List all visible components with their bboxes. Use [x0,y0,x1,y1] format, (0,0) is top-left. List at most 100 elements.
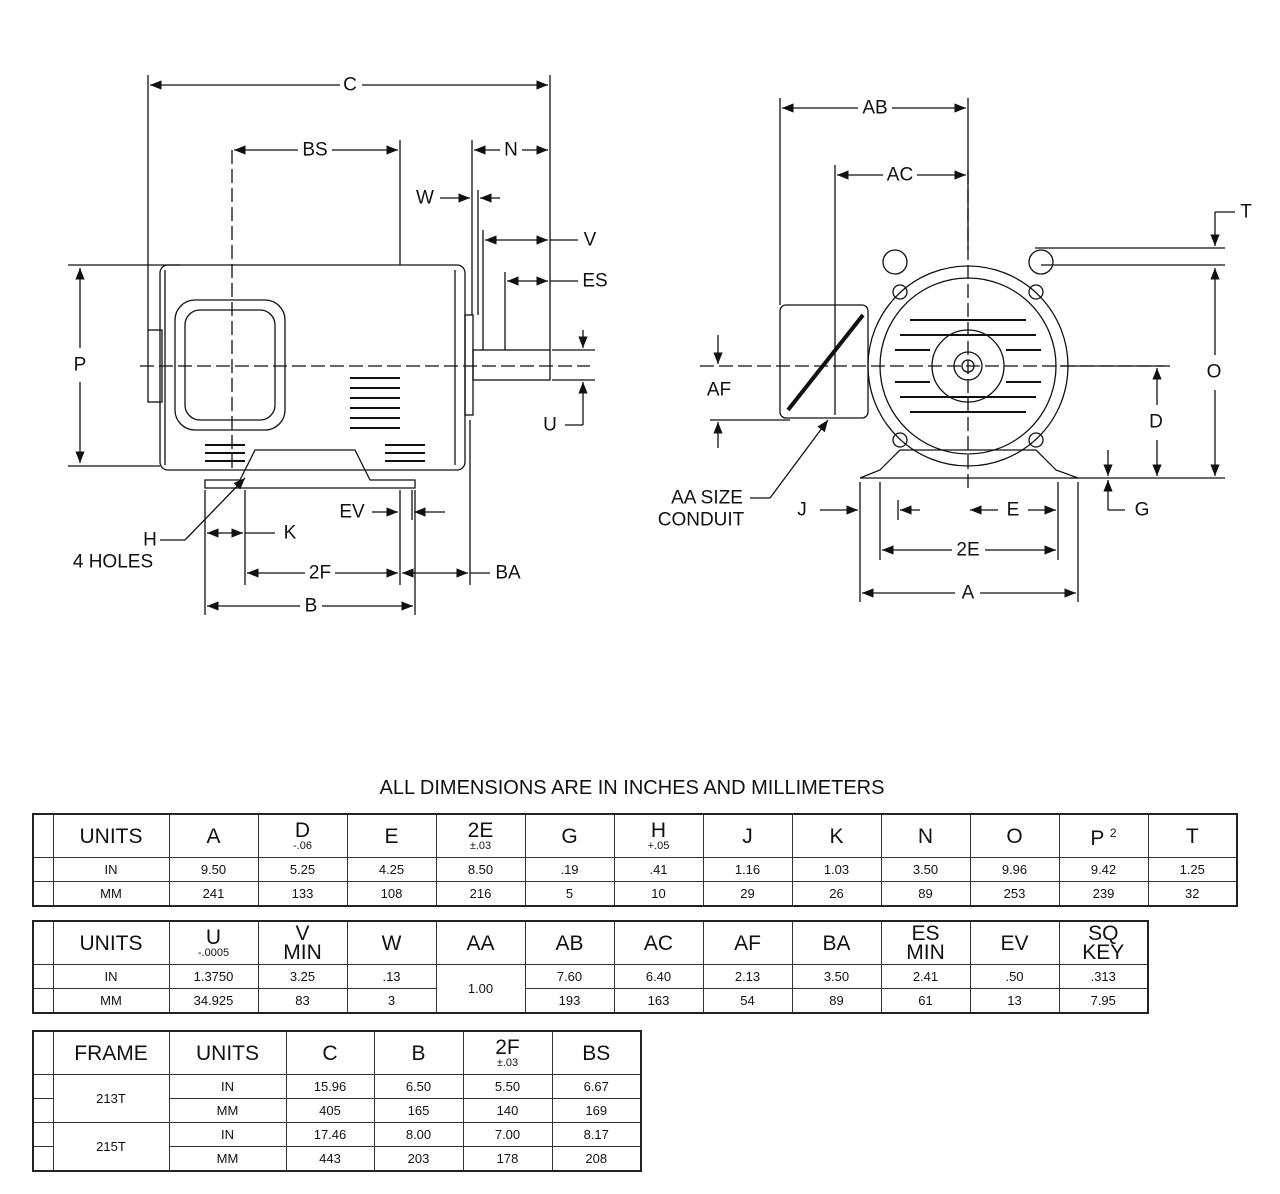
header-label: K [829,824,844,848]
table-cell: 443 [285,1146,375,1172]
table-cell: 8.17 [551,1122,642,1147]
header-label: SQ [1088,922,1119,945]
table-cell: IN [168,1122,287,1147]
dim-label-bs: BS [302,140,327,161]
header-superscript: 2 [1109,826,1117,840]
table-cell: 8.50 [435,857,526,882]
table-cell: 239 [1058,881,1149,907]
table-cell: 4.25 [346,857,437,882]
table-cell: 165 [373,1098,464,1123]
column-header-bs: BS [551,1030,642,1075]
table-cell: 8.00 [373,1122,464,1147]
row-gutter [32,1098,54,1123]
table-cell: 163 [613,988,704,1014]
table-cell: 1.3750 [168,964,259,989]
header-label: BA [822,931,851,955]
table-cell: .313 [1058,964,1149,989]
column-header-k: K [791,813,882,858]
table-cell: 9.50 [168,857,259,882]
header-label: B [411,1041,426,1065]
column-header-af: AF [702,920,793,965]
row-gutter [32,1074,54,1099]
row-gutter [32,1146,54,1172]
table-cell: 7.95 [1058,988,1149,1014]
table-cell: IN [52,964,170,989]
table-cell: 89 [791,988,882,1014]
column-header-p: P 2 [1058,813,1149,858]
table-cell: 140 [462,1098,553,1123]
header-sublabel: KEY [1082,941,1125,964]
table-cell: 3.25 [257,964,348,989]
dim-label-a: A [962,583,975,604]
header-label: AB [555,931,584,955]
column-header-aa: AA [435,920,526,965]
dimensions-title: ALL DIMENSIONS ARE IN INCHES AND MILLIME… [379,777,885,799]
dim-label-t: T [1240,202,1252,223]
header-label: C [322,1041,338,1065]
dim-label-aa-size: AA SIZE [671,488,743,509]
header-label: UNITS [79,931,143,955]
header-tolerance: -.06 [293,839,312,852]
header-tolerance: ±.03 [469,839,492,852]
end-view-motor [700,170,1170,490]
dim-label-4-holes: 4 HOLES [73,552,153,573]
header-label: FRAME [74,1041,148,1065]
header-label: H [650,818,667,842]
table-cell: 133 [257,881,348,907]
column-header-ev: EV [969,920,1060,965]
row-gutter [32,1030,54,1075]
table-cell: 1.25 [1147,857,1238,882]
table-cell: 405 [285,1098,375,1123]
table-cell: 2.13 [702,964,793,989]
side-view-motor [140,150,590,489]
table-cell: 5.50 [462,1074,553,1099]
dim-label-2e: 2E [956,540,979,561]
table-cell: 216 [435,881,526,907]
table-cell: .13 [346,964,437,989]
dim-label-es: ES [582,271,607,292]
column-header-2e: 2E±.03 [435,813,526,858]
table-cell: 26 [791,881,882,907]
table-cell: MM [52,881,170,907]
dim-label-d: D [1149,412,1163,433]
table-cell: 5.25 [257,857,348,882]
column-header-units: UNITS [168,1030,287,1075]
header-sublabel: MIN [283,941,322,964]
column-header-g: G [524,813,615,858]
row-gutter [32,813,54,858]
motor-dimension-drawing: C BS N W V ES P U H 4 HOLES K EV 2F BA B… [68,75,1252,617]
dim-label-af: AF [707,380,731,401]
table-cell: 17.46 [285,1122,375,1147]
table-cell: 5 [524,881,615,907]
dim-label-b: B [305,596,318,617]
header-label: UNITS [79,824,143,848]
table-cell: 9.96 [969,857,1060,882]
table-cell: 89 [880,881,971,907]
column-header-ba: BA [791,920,882,965]
table-cell: 1.03 [791,857,882,882]
column-header-2f: 2F±.03 [462,1030,553,1075]
header-label: AA [466,931,495,955]
table-cell: .19 [524,857,615,882]
header-tolerance: ±.03 [496,1056,519,1069]
table-cell: IN [52,857,170,882]
column-header-b: B [373,1030,464,1075]
row-gutter [32,988,54,1014]
column-header-ab: AB [524,920,615,965]
frame-cell: 215T [52,1122,170,1172]
row-gutter [32,964,54,989]
column-header-j: J [702,813,793,858]
table-cell: 83 [257,988,348,1014]
table-cell: 241 [168,881,259,907]
table-cell: 253 [969,881,1060,907]
